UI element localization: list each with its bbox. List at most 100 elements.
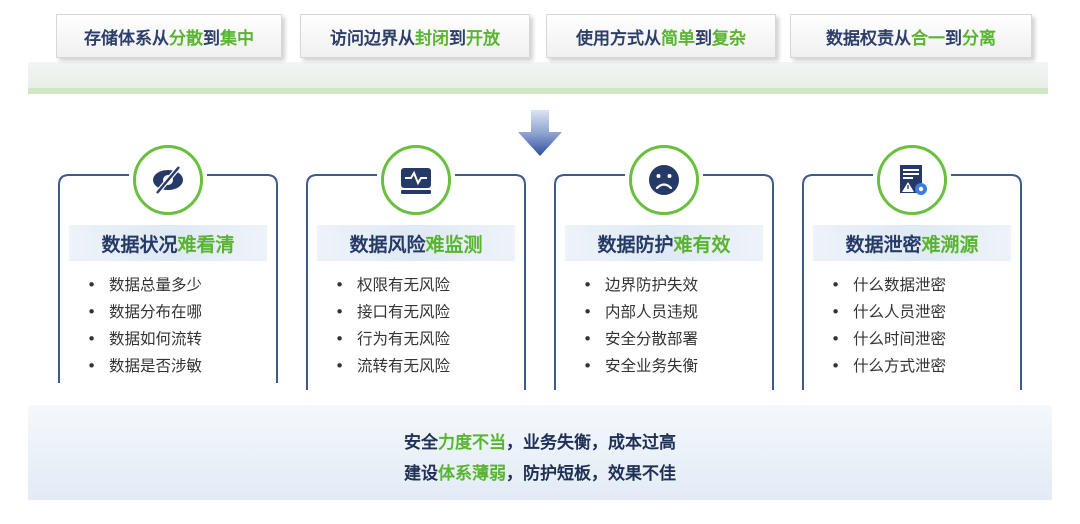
list-item: • 什么人员泄密	[831, 299, 946, 326]
bullet: •	[87, 357, 97, 375]
bullet: •	[335, 303, 345, 321]
trend-highlight: 复杂	[712, 28, 746, 49]
list-item: •数据分布在哪	[87, 299, 202, 326]
card-title-highlight: 难看清	[177, 233, 235, 256]
conclusion-text: 建设	[404, 464, 438, 484]
card-title: 数据状况难看清	[69, 225, 267, 261]
conclusion-text: 安全	[404, 433, 438, 453]
conclusion-text: ，防护短板，效果不佳	[506, 464, 676, 484]
bullet: •	[583, 303, 593, 321]
card-icon-ring	[877, 145, 947, 215]
trend-text: 到	[945, 28, 962, 49]
card-title: 数据风险难监测	[317, 225, 515, 261]
trend-highlight: 简单	[661, 28, 695, 49]
list-item-text: 权限有无风险	[357, 276, 451, 294]
conclusion-line-1: 安全力度不当，业务失衡，成本过高	[0, 428, 1080, 453]
card-title-highlight: 难溯源	[921, 233, 979, 256]
card-title-highlight: 难监测	[425, 233, 483, 256]
list-item-text: 数据是否涉敏	[109, 357, 203, 375]
trend-highlight: 集中	[220, 28, 254, 49]
card-title-text: 数据状况	[101, 233, 178, 256]
card-title: 数据防护难有效	[565, 225, 763, 261]
card-icon-ring	[381, 145, 451, 215]
bullet: •	[87, 330, 97, 348]
trend-text: 数据权责从	[826, 28, 911, 49]
card-frame	[306, 174, 526, 390]
bullet: •	[831, 303, 841, 321]
card-frame	[58, 174, 278, 390]
list-item: • 安全业务失衡	[583, 353, 698, 380]
conclusion-line-2: 建设体系薄弱，防护短板，效果不佳	[0, 459, 1080, 484]
trend-highlight: 开放	[466, 28, 500, 49]
list-item-text: 数据总量多少	[109, 276, 203, 294]
bullet: •	[831, 276, 841, 294]
down-arrow-icon	[518, 110, 562, 156]
card-title-text: 数据风险	[349, 233, 426, 256]
card-list: • 权限有无风险 • 接口有无风险 • 行为有无风险 •流转有无风险	[335, 272, 450, 380]
list-item: • 权限有无风险	[335, 272, 450, 299]
sad-face-icon	[644, 160, 684, 200]
bullet: •	[335, 276, 345, 294]
card-title-text: 数据泄密	[845, 233, 922, 256]
bullet: •	[583, 357, 593, 375]
card-list: •什么数据泄密 • 什么人员泄密 • 什么时间泄密 • 什么方式泄密	[831, 272, 946, 380]
bullet: •	[583, 330, 593, 348]
trend-tag-access: 访问边界从封闭到开放	[300, 14, 530, 58]
conclusion-text: ，业务失衡，成本过高	[506, 433, 676, 453]
card-title: 数据泄密难溯源	[813, 225, 1011, 261]
card-data-risk: 数据风险难监测 • 权限有无风险 • 接口有无风险 • 行为有无风险 •流转有无风险	[305, 145, 527, 390]
card-list: •数据总量多少 •数据分布在哪 •数据如何流转 •数据是否涉敏	[87, 272, 202, 380]
list-item-text: 安全分散部署	[605, 330, 699, 348]
list-item: • 安全分散部署	[583, 326, 698, 353]
trend-text: 使用方式从	[576, 28, 661, 49]
list-item-text: 内部人员违规	[605, 303, 699, 321]
trend-tag-ownership: 数据权责从合一到分离	[790, 14, 1032, 58]
trend-text: 访问边界从	[330, 28, 415, 49]
document-alert-icon	[892, 160, 932, 200]
list-item: •流转有无风险	[335, 353, 450, 380]
card-frame	[802, 174, 1022, 390]
list-item-text: 边界防护失效	[605, 276, 699, 294]
list-item-text: 接口有无风险	[357, 303, 451, 321]
trend-shelf	[28, 62, 1048, 92]
trend-text: 存储体系从	[84, 28, 169, 49]
trend-text: 到	[449, 28, 466, 49]
list-item: • 行为有无风险	[335, 326, 450, 353]
trend-highlight: 分离	[962, 28, 996, 49]
trend-highlight: 分散	[169, 28, 203, 49]
list-item: • 边界防护失效	[583, 272, 698, 299]
card-icon-ring	[629, 145, 699, 215]
list-item-text: 什么人员泄密	[853, 303, 947, 321]
list-item: • 内部人员违规	[583, 299, 698, 326]
bullet: •	[583, 276, 593, 294]
list-item: •数据总量多少	[87, 272, 202, 299]
trend-highlight: 封闭	[415, 28, 449, 49]
card-data-status: 数据状况难看清 •数据总量多少 •数据分布在哪 •数据如何流转 •数据是否涉敏	[57, 145, 279, 390]
list-item-text: 什么时间泄密	[853, 330, 947, 348]
bullet: •	[831, 357, 841, 375]
trend-row: 存储体系从分散到集中 访问边界从封闭到开放 使用方式从简单到复杂 数据权责从合一…	[0, 0, 1080, 100]
trend-text: 到	[695, 28, 712, 49]
list-item-text: 行为有无风险	[357, 330, 451, 348]
bullet: •	[335, 330, 345, 348]
trend-text: 到	[203, 28, 220, 49]
eye-slash-icon	[148, 160, 188, 200]
list-item-text: 数据如何流转	[109, 330, 203, 348]
list-item: • 接口有无风险	[335, 299, 450, 326]
list-item-text: 流转有无风险	[357, 357, 451, 375]
list-item: • 什么时间泄密	[831, 326, 946, 353]
card-icon-ring	[133, 145, 203, 215]
conclusion-band	[28, 405, 1052, 500]
list-item: • 什么方式泄密	[831, 353, 946, 380]
trend-baseline	[28, 88, 1048, 94]
list-item-text: 什么方式泄密	[853, 357, 947, 375]
trend-tag-storage: 存储体系从分散到集中	[56, 14, 282, 58]
bullet: •	[831, 330, 841, 348]
conclusion-highlight: 体系薄弱	[438, 464, 506, 484]
card-title-text: 数据防护	[597, 233, 674, 256]
list-item-text: 安全业务失衡	[605, 357, 699, 375]
trend-tag-usage: 使用方式从简单到复杂	[546, 14, 776, 58]
bullet: •	[87, 303, 97, 321]
card-list: • 边界防护失效 • 内部人员违规 • 安全分散部署 • 安全业务失衡	[583, 272, 698, 380]
list-item: •什么数据泄密	[831, 272, 946, 299]
